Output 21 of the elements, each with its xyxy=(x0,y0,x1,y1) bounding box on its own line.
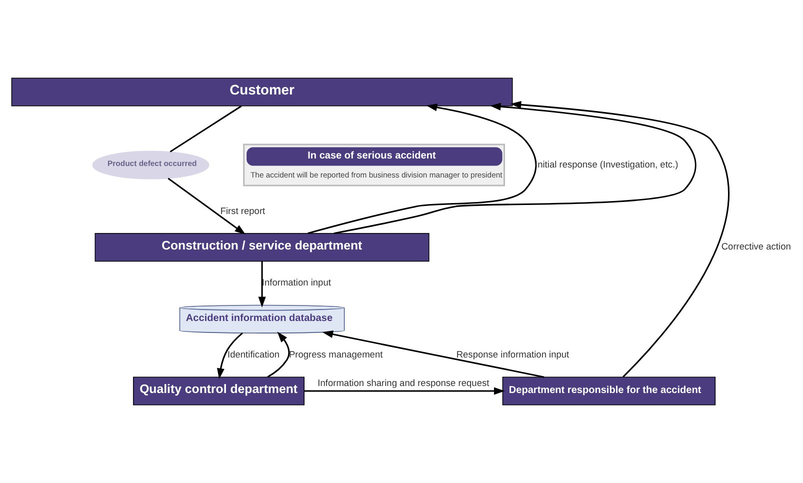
edge-label: Corrective action xyxy=(721,242,791,252)
arrow xyxy=(322,330,544,378)
node-box: Department responsible for the accident xyxy=(502,376,716,406)
arrow xyxy=(267,332,290,378)
edge-label: First report xyxy=(220,206,266,216)
arrow xyxy=(216,332,243,380)
arrow xyxy=(510,100,729,378)
connector xyxy=(170,105,242,152)
edge-label: Identification xyxy=(228,349,280,360)
edge-label: Response information input xyxy=(456,349,570,360)
arrow xyxy=(334,102,696,234)
edge-label: Progress management xyxy=(288,349,383,360)
arrow xyxy=(168,178,246,235)
arrow xyxy=(304,387,505,395)
node-ellipse: Product defect occurred xyxy=(92,150,210,180)
arrow xyxy=(308,104,537,234)
node-box: Quality control department xyxy=(133,376,305,406)
edge-label: Information sharing and response request xyxy=(318,378,490,388)
arrow xyxy=(258,261,266,308)
node-box: Construction / service department xyxy=(94,233,430,262)
node-box: Customer xyxy=(11,78,513,106)
